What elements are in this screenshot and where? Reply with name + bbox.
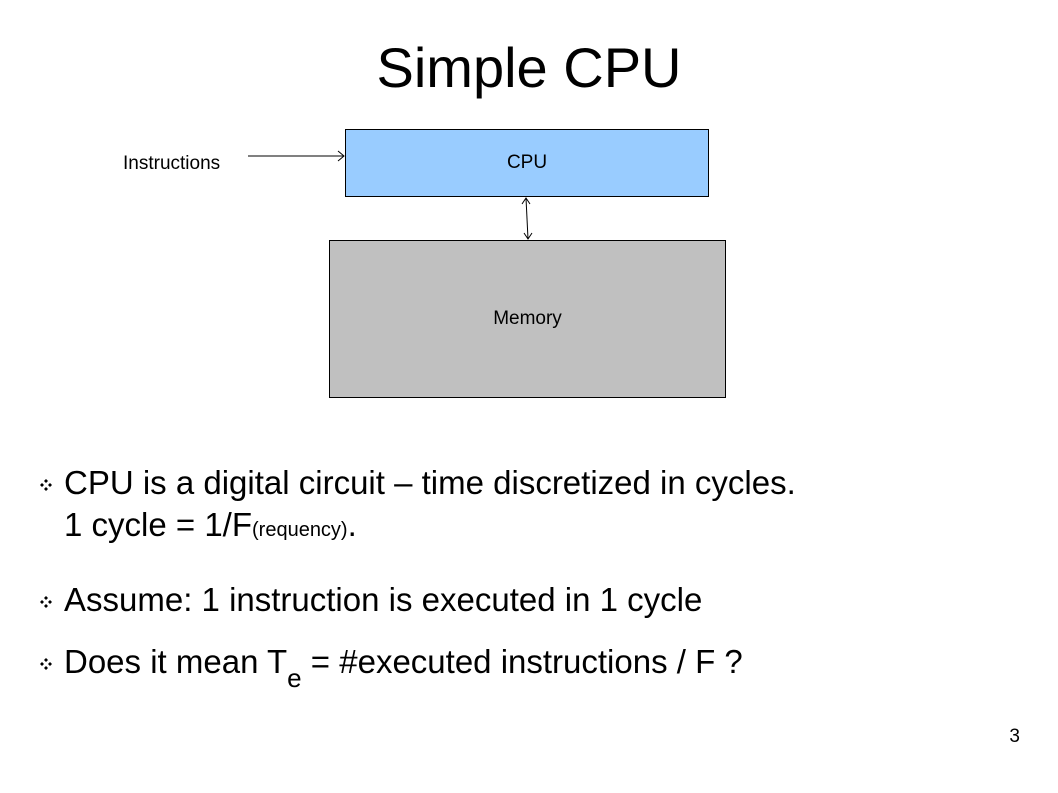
bullet-item: Does it mean Te = #executed instructions…: [40, 641, 1040, 691]
bullet-2-text: Assume: 1 instruction is executed in 1 c…: [64, 581, 703, 618]
bullet-1-line1: CPU is a digital circuit – time discreti…: [64, 464, 796, 501]
diamond-cluster-icon: [40, 596, 52, 608]
instructions-arrow: [248, 150, 345, 162]
memory-box: Memory: [329, 240, 726, 398]
bullet-1-subscript: (requency): [252, 519, 348, 541]
bullet-item: CPU is a digital circuit – time discreti…: [40, 462, 1040, 551]
bullet-3-prefix: Does it mean T: [64, 643, 288, 680]
cpu-box: CPU: [345, 129, 709, 197]
memory-label: Memory: [493, 308, 562, 329]
bullet-1-line2-suffix: .: [347, 506, 357, 543]
bullet-3-suffix: = #executed instructions / F ?: [301, 643, 743, 680]
cpu-label: CPU: [506, 152, 548, 173]
slide-title: Simple CPU: [376, 36, 682, 99]
instructions-label: Instructions: [123, 153, 221, 174]
cpu-memory-arrow: [521, 197, 533, 240]
page-number: 3: [1009, 726, 1020, 747]
diamond-cluster-icon: [40, 658, 52, 670]
bullet-1-line2-prefix: 1 cycle = 1/F: [64, 506, 252, 543]
bullet-3-subscript: e: [287, 663, 302, 693]
diamond-cluster-icon: [40, 479, 52, 491]
bullet-item: Assume: 1 instruction is executed in 1 c…: [40, 579, 1040, 621]
bullet-list: CPU is a digital circuit – time discreti…: [40, 462, 1040, 691]
